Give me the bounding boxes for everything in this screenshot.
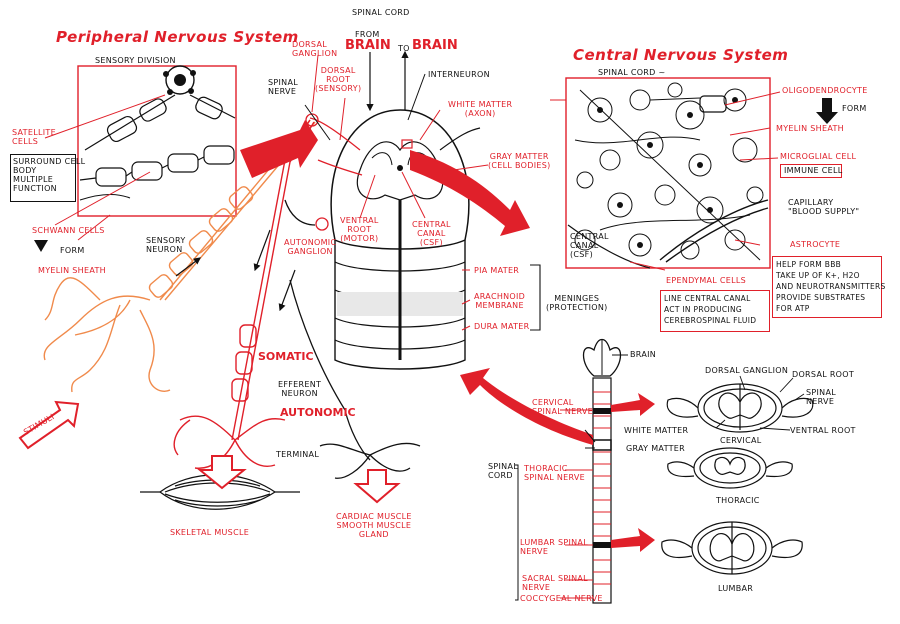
ependymal-note-box xyxy=(660,290,770,332)
cord-spinal-nerve-label: SPINAL NERVE xyxy=(806,388,836,406)
microglial-cell-label: MICROGLIAL CELL xyxy=(780,152,857,161)
cord-spinal-cord-label: SPINAL CORD xyxy=(488,462,518,480)
ventral-root-label: VENTRAL ROOT (MOTOR) xyxy=(340,216,379,243)
autonomic-ganglion-label: AUTONOMIC GANGLION xyxy=(284,238,337,256)
pia-mater-label: PIA MATER xyxy=(474,266,520,275)
cord-brain-label: BRAIN xyxy=(630,350,657,359)
dura-mater-label: DURA MATER xyxy=(474,322,530,331)
cns-tissue-box xyxy=(565,77,771,269)
cord-gray-matter-label: GRAY MATTER xyxy=(626,444,686,453)
to-brain-label: BRAIN xyxy=(412,38,458,53)
cord-dorsal-ganglion-label: DORSAL GANGLION xyxy=(705,366,789,375)
astrocyte-label: ASTROCYTE xyxy=(790,240,841,249)
from-label: FROM xyxy=(355,30,380,39)
autonomic-output-arrow xyxy=(353,469,401,504)
cervical-nerve-label: CERVICAL SPINAL NERVE xyxy=(532,398,594,416)
skeletal-muscle-label: SKELETAL MUSCLE xyxy=(170,528,250,537)
cns-central-canal-label: CENTRAL CANAL (CSF) xyxy=(570,232,609,259)
lumbar-nerve-label: LUMBAR SPINAL NERVE xyxy=(520,538,588,556)
cardiac-muscle-label: CARDIAC MUSCLE SMOOTH MUSCLE GLAND xyxy=(336,512,412,539)
cervical-cross-section xyxy=(666,383,814,433)
oligodendrocyte-form-label: FORM xyxy=(842,104,867,113)
interneuron-label: INTERNEURON xyxy=(428,70,490,79)
from-brain-label: BRAIN xyxy=(345,38,391,53)
central-canal-label: CENTRAL CANAL (CSF) xyxy=(412,220,451,247)
cervical-label: CERVICAL xyxy=(720,436,762,445)
terminal-label: TERMINAL xyxy=(276,450,320,459)
sacral-nerve-label: SACRAL SPINAL NERVE xyxy=(522,574,588,592)
autonomic-label: AUTONOMIC xyxy=(280,406,356,419)
immune-cell-label: IMMUNE CELL xyxy=(784,166,843,175)
thoracic-cross-section xyxy=(667,447,793,489)
stimuli-arrow xyxy=(18,400,80,450)
schwann-form-arrow-icon xyxy=(34,240,48,252)
lumbar-label: LUMBAR xyxy=(718,584,754,593)
schwann-cells-label: SCHWANN CELLS xyxy=(32,226,105,235)
cns-spinal-cord-label: SPINAL CORD ~ xyxy=(598,68,666,77)
spinal-nerve-label: SPINAL NERVE xyxy=(268,78,298,96)
pns-title: Peripheral Nervous System xyxy=(56,28,299,46)
cord-dorsal-root-label: DORSAL ROOT xyxy=(792,370,855,379)
satellite-note-box xyxy=(10,154,76,202)
spinal-cord-cross-section xyxy=(240,109,530,370)
schwann-form-label: FORM xyxy=(60,246,85,255)
astrocyte-note-box xyxy=(772,256,882,318)
pns-myelin-sheath-label: MYELIN SHEATH xyxy=(38,266,106,275)
immune-cell-box xyxy=(780,164,842,178)
ependymal-note: LINE CENTRAL CANAL ACT IN PRODUCING CERE… xyxy=(664,294,757,325)
thoracic-label: THORACIC xyxy=(716,496,760,505)
spinal-column-drawing xyxy=(460,338,655,604)
dorsal-ganglion-label: DORSAL GANGLION xyxy=(292,40,338,58)
spinal-cord-top-label: SPINAL CORD xyxy=(352,8,410,17)
sensory-division-label: SENSORY DIVISION xyxy=(95,56,176,65)
satellite-note: SURROUND CELL BODY MULTIPLE FUNCTION xyxy=(13,157,86,193)
oligodendrocyte-label: OLIGODENDROCYTE xyxy=(782,86,868,95)
coccygeal-nerve-label: COCCYGEAL NERVE xyxy=(520,594,603,603)
somatic-label: SOMATIC xyxy=(258,350,314,363)
efferent-neuron-label: EFFERENT NEURON xyxy=(278,380,322,398)
capillary-label: CAPILLARY "BLOOD SUPPLY" xyxy=(788,198,860,216)
sensory-neuron-label: SENSORY NEURON xyxy=(146,236,186,254)
cns-title: Central Nervous System xyxy=(573,46,789,64)
cord-white-matter-label: WHITE MATTER xyxy=(624,426,689,435)
satellite-cells-label: SATELLITE CELLS xyxy=(12,128,56,146)
dorsal-root-label: DORSAL ROOT (SENSORY) xyxy=(315,66,362,93)
thoracic-nerve-label: THORACIC SPINAL NERVE xyxy=(524,464,586,482)
ependymal-cells-label: EPENDYMAL CELLS xyxy=(666,276,747,285)
white-matter-label: WHITE MATTER (AXON) xyxy=(448,100,513,118)
meninges-label: MENINGES (PROTECTION) xyxy=(546,294,608,312)
sensory-division-box xyxy=(77,65,237,217)
cns-myelin-sheath-label: MYELIN SHEATH xyxy=(776,124,844,133)
to-label: TO xyxy=(398,44,410,53)
lumbar-cross-section xyxy=(661,521,803,575)
astrocyte-note: HELP FORM BBB TAKE UP OF K+, H2O AND NEU… xyxy=(776,260,886,313)
gray-matter-label: GRAY MATTER (CELL BODIES) xyxy=(488,152,551,170)
arachnoid-label: ARACHNOID MEMBRANE xyxy=(474,292,526,310)
cord-ventral-root-label: VENTRAL ROOT xyxy=(790,426,856,435)
somatic-output-arrow xyxy=(197,455,247,490)
